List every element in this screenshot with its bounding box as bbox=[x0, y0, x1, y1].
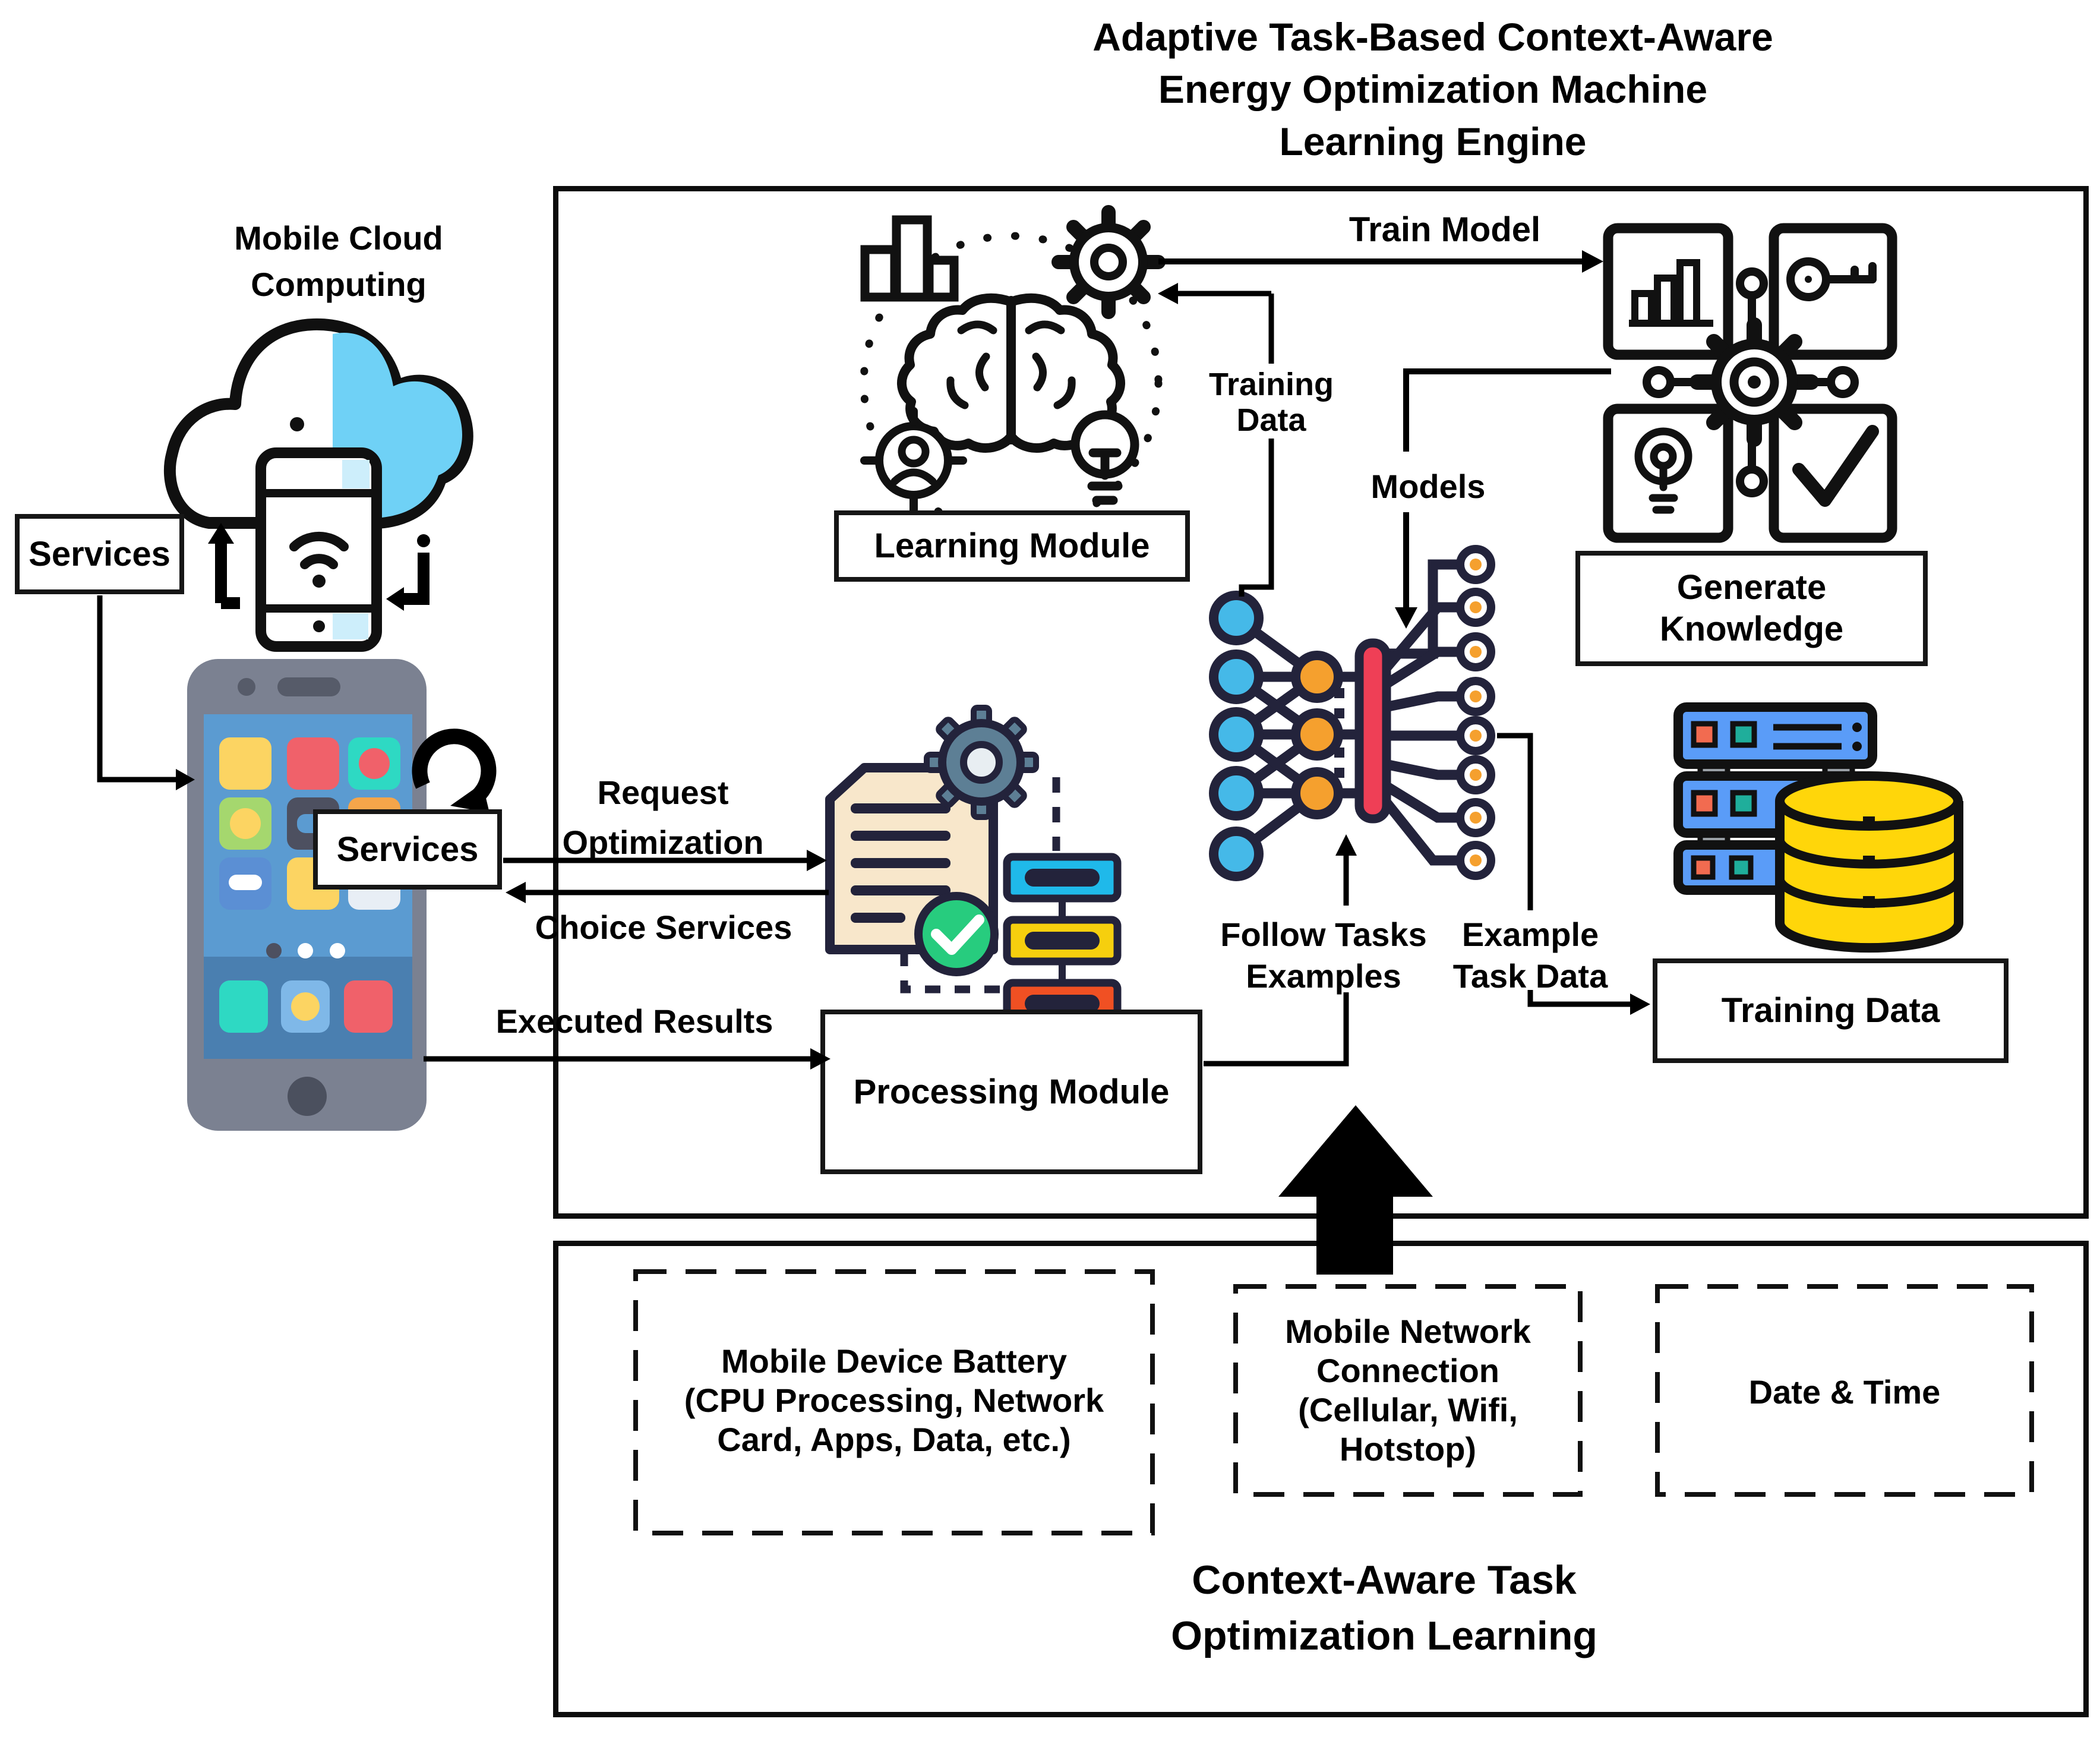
upload-arrow-icon bbox=[208, 523, 240, 609]
processing-module-label: Processing Module bbox=[853, 1072, 1170, 1111]
arrowhead bbox=[176, 769, 195, 790]
generate-knowledge-label-1: Generate bbox=[1676, 568, 1827, 607]
title-line-2: Energy Optimization Machine bbox=[1158, 67, 1708, 111]
services-to-phone-line bbox=[97, 595, 176, 783]
mobile-cloud-label: Mobile Cloud Computing bbox=[234, 215, 443, 308]
return-arrow-icon bbox=[386, 534, 430, 611]
learning-module-box: Learning Module bbox=[834, 510, 1190, 582]
cloud-phone-icon bbox=[255, 447, 382, 652]
title-line-3: Learning Engine bbox=[1279, 119, 1587, 163]
engine-box bbox=[553, 186, 2089, 1219]
processing-module-box: Processing Module bbox=[820, 1010, 1202, 1174]
generate-knowledge-label-2: Knowledge bbox=[1659, 610, 1844, 648]
learning-module-label: Learning Module bbox=[874, 526, 1150, 565]
context-box bbox=[553, 1241, 2089, 1717]
services-box-left: Services bbox=[15, 514, 184, 594]
training-data-label: Training Data bbox=[1721, 991, 1940, 1030]
mobile-cloud-line-2: Computing bbox=[251, 266, 427, 303]
services-phone-label: Services bbox=[336, 830, 479, 869]
services-box-phone: Services bbox=[313, 809, 502, 890]
refresh-arrow-icon bbox=[412, 728, 497, 813]
arrowhead bbox=[506, 882, 526, 903]
generate-knowledge-box: Generate Knowledge bbox=[1575, 551, 1928, 666]
mobile-cloud-line-1: Mobile Cloud bbox=[234, 219, 443, 257]
cloud-icon bbox=[163, 318, 473, 529]
page-title: Adaptive Task-Based Context-Aware Energy… bbox=[1092, 11, 1773, 168]
smartphone-icon bbox=[187, 659, 427, 1131]
services-left-label: Services bbox=[29, 534, 170, 573]
training-data-box: Training Data bbox=[1653, 958, 2009, 1063]
title-line-1: Adaptive Task-Based Context-Aware bbox=[1092, 15, 1773, 59]
